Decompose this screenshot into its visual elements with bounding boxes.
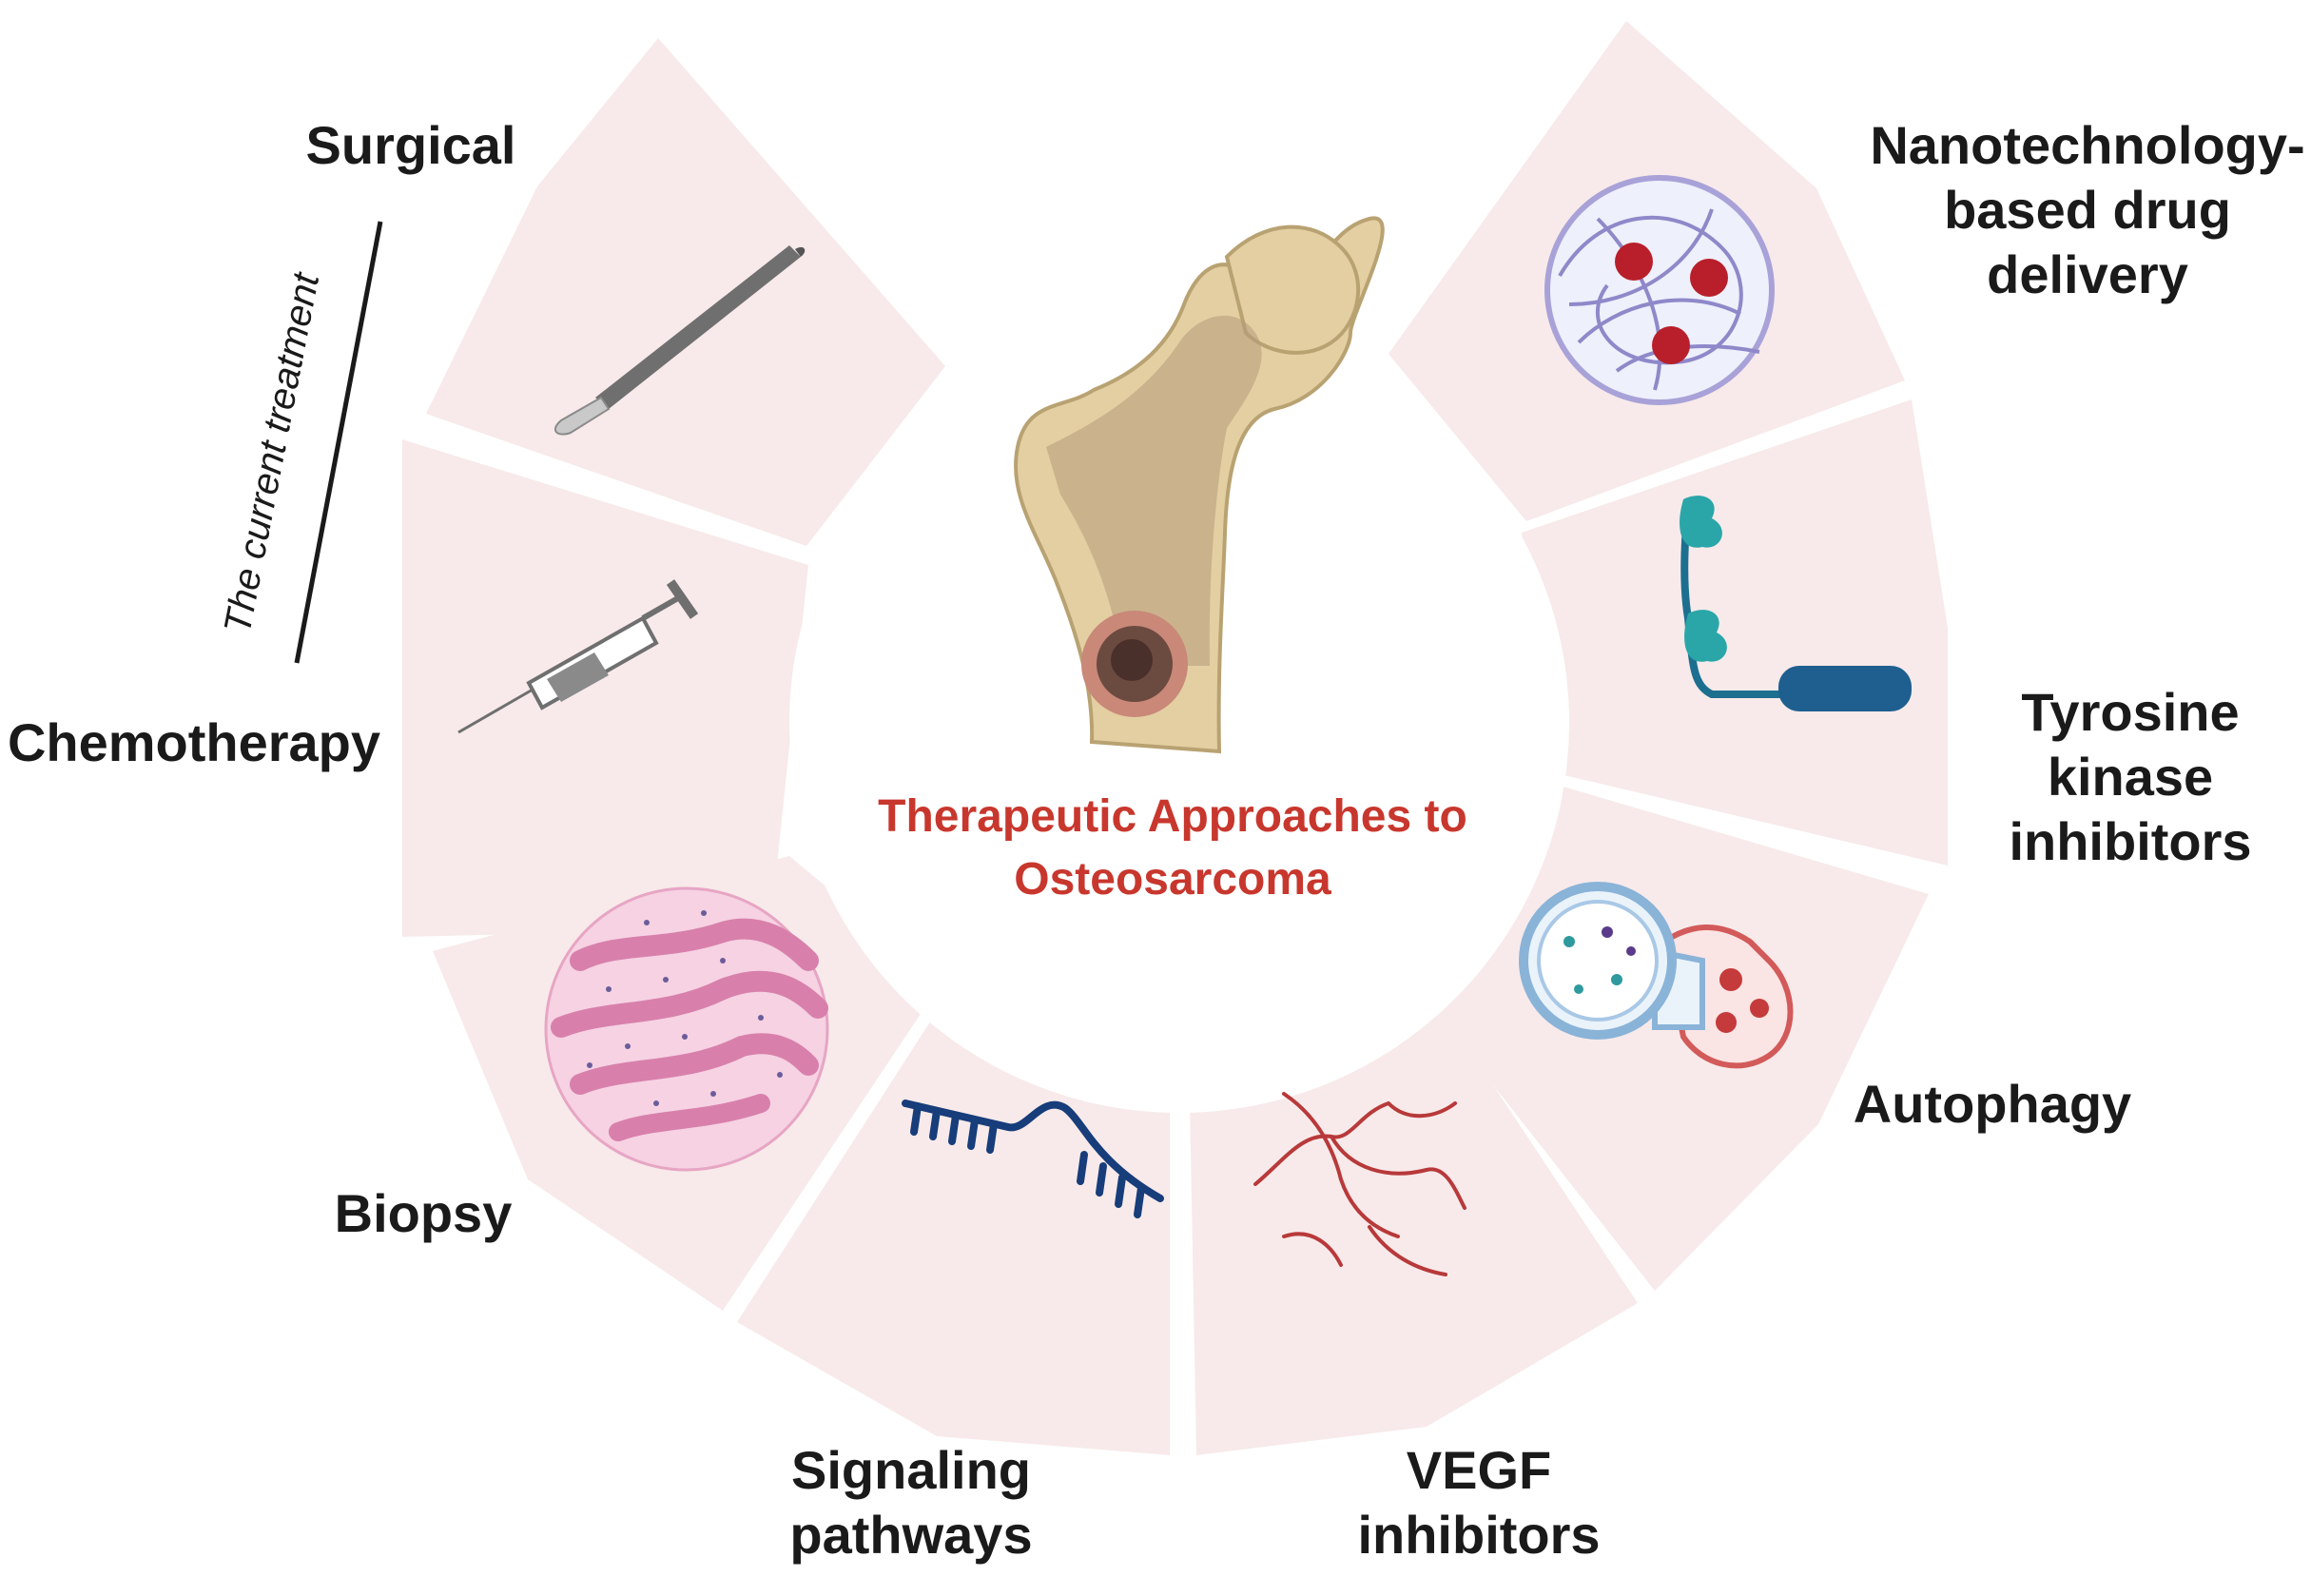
label-surgical: Surgical <box>306 115 516 175</box>
autophagosome-icon <box>1519 882 1794 1069</box>
label-vegf-line1: VEGF <box>1407 1440 1551 1500</box>
rna-strand-icon <box>902 1100 1164 1218</box>
label-nano-line2: based drug <box>1944 180 2231 240</box>
scalpel-icon <box>553 245 806 436</box>
segment-tyrosine <box>1522 399 1948 866</box>
label-vegf-line2: inhibitors <box>1357 1505 1600 1565</box>
blood-vessels-icon <box>1253 1092 1466 1276</box>
label-chemotherapy: Chemotherapy <box>8 712 380 772</box>
segment-surgical <box>426 38 945 546</box>
label-tyrosine-line1: Tyrosine <box>2021 682 2239 742</box>
label-tyrosine-line3: inhibitors <box>2009 811 2251 871</box>
label-signaling-line2: pathways <box>789 1505 1032 1565</box>
center-title-line1: Therapeutic Approaches to <box>878 791 1467 842</box>
segment-chemotherapy <box>402 439 808 937</box>
center-title-line2: Osteosarcoma <box>1014 854 1331 905</box>
syringe-icon <box>457 579 699 734</box>
label-autophagy: Autophagy <box>1854 1074 2131 1134</box>
tissue-sample-icon <box>544 886 829 1172</box>
nanoparticle-icon <box>1544 175 1775 405</box>
femur-bone-icon <box>1014 216 1385 754</box>
labels-layer: Surgical Chemotherapy Biopsy Signaling p… <box>8 115 2305 1565</box>
label-tyrosine-line2: kinase <box>2048 747 2213 807</box>
segment-autophagy <box>1403 780 1929 1291</box>
label-nano-line3: delivery <box>1987 244 2188 304</box>
label-biopsy: Biopsy <box>335 1183 513 1243</box>
side-note-line <box>294 221 383 664</box>
label-signaling-line1: Signaling <box>791 1440 1031 1500</box>
label-nano-line1: Nanotechnology- <box>1870 115 2304 175</box>
receptor-tyrosine-kinase-icon <box>1680 496 1912 711</box>
